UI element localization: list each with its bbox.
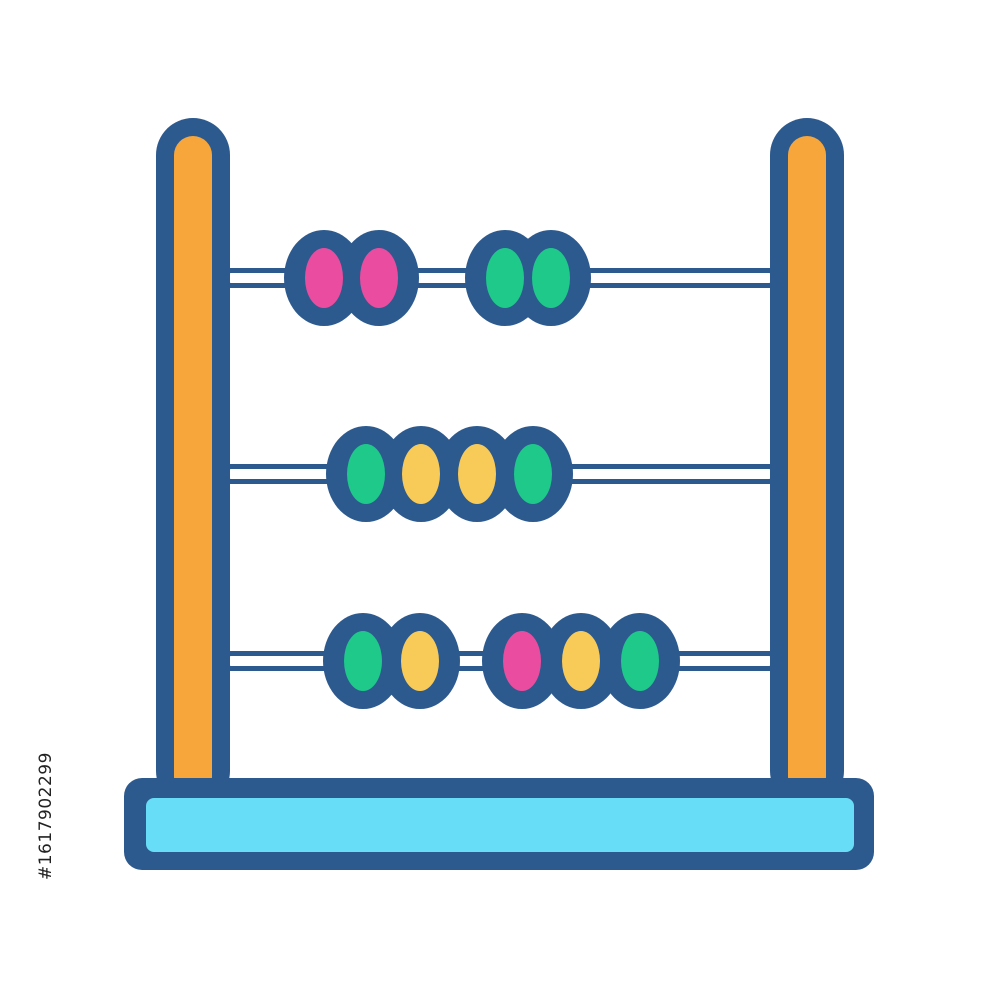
bead-yellow xyxy=(562,631,600,691)
left-post xyxy=(156,118,230,808)
bead-green xyxy=(486,248,524,308)
bead-yellow xyxy=(401,631,439,691)
bead-green xyxy=(347,444,385,504)
stock-id-label: #1617902299 xyxy=(36,752,56,880)
bead-yellow xyxy=(458,444,496,504)
bead-green xyxy=(621,631,659,691)
bead-pink xyxy=(360,248,398,308)
bead-yellow xyxy=(402,444,440,504)
bead-green xyxy=(344,631,382,691)
bead-green xyxy=(514,444,552,504)
bead-pink xyxy=(503,631,541,691)
bead-green xyxy=(532,248,570,308)
abacus-base xyxy=(124,778,874,870)
beads xyxy=(284,230,680,709)
right-post xyxy=(770,118,844,808)
bead-pink xyxy=(305,248,343,308)
